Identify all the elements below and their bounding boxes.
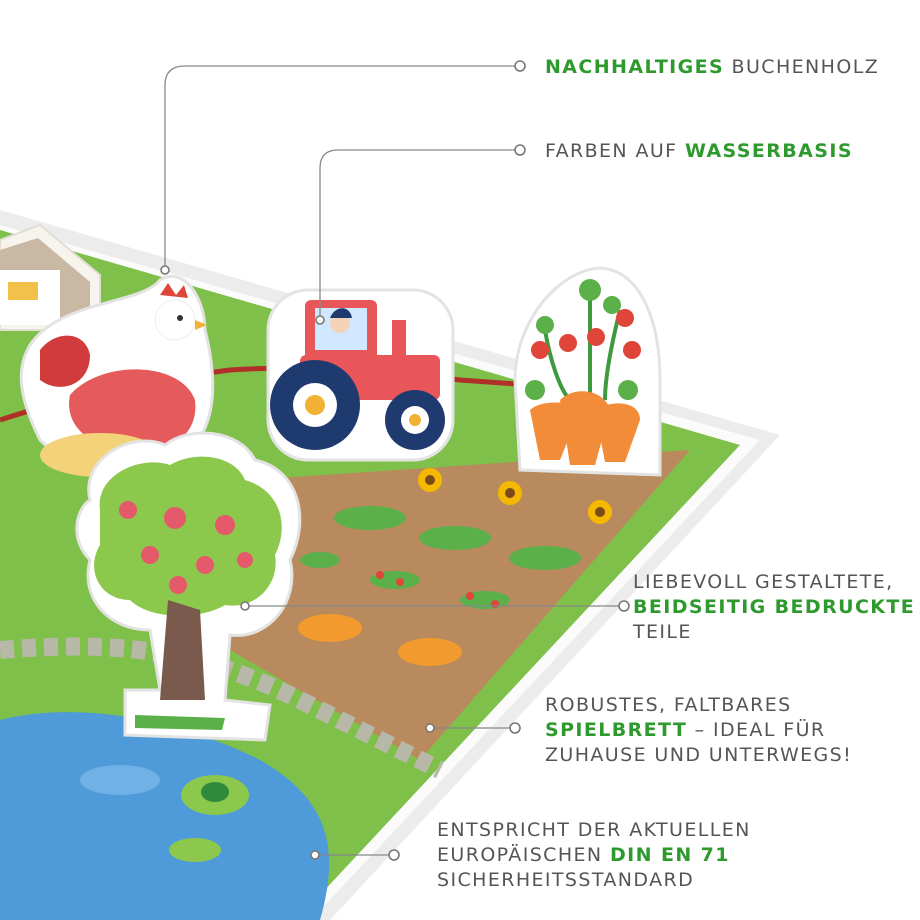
feature-line: SICHERHEITSSTANDARD [437,869,695,891]
feature-label-foldable-board: ROBUSTES, FALTBARES SPIELBRETT – IDEAL F… [545,693,852,768]
feature-line: SPIELBRETT – IDEAL FÜR [545,718,852,743]
garden-piece [513,266,662,477]
apple-tree-piece [75,431,302,742]
feature-line: ZUHAUSE UND UNTERWEGS! [545,744,853,766]
feature-text: FARBEN AUF [545,140,685,162]
feature-highlight: WASSERBASIS [684,140,853,162]
feature-text: EUROPÄISCHEN [437,844,610,866]
field-area [230,450,690,760]
feature-label-double-printed-parts: LIEBEVOLL GESTALTETE, BEIDSEITIG BEDRUCK… [633,570,915,645]
chicken-piece [19,275,215,477]
barn-piece [0,223,101,331]
feature-highlight: SPIELBRETT [545,719,688,741]
feature-line: EUROPÄISCHEN DIN EN 71 [437,843,751,868]
tractor-piece [266,288,455,462]
feature-text: – IDEAL FÜR [687,719,826,741]
feature-line: LIEBEVOLL GESTALTETE, [633,571,894,593]
leader-lines [160,60,630,861]
feature-highlight: DIN EN 71 [609,844,730,866]
frog [201,782,229,802]
feature-line: ENTSPRICHT DER AKTUELLEN [437,819,751,841]
pumpkins [298,614,462,666]
feature-label-beech-wood: NACHHALTIGES BUCHENHOLZ [545,55,879,80]
feature-label-safety-standard: ENTSPRICHT DER AKTUELLEN EUROPÄISCHEN DI… [437,818,751,893]
feature-line: ROBUSTES, FALTBARES [545,694,792,716]
feature-label-water-based-paint: FARBEN AUF WASSERBASIS [545,139,853,164]
pond [0,712,330,920]
feature-highlight: BEIDSEITIG BEDRUCKTE [633,596,916,618]
vegetable-rows [300,506,581,609]
feature-highlight: NACHHALTIGES [545,56,725,78]
feature-line: TEILE [633,621,692,643]
feature-text: BUCHENHOLZ [724,56,880,78]
